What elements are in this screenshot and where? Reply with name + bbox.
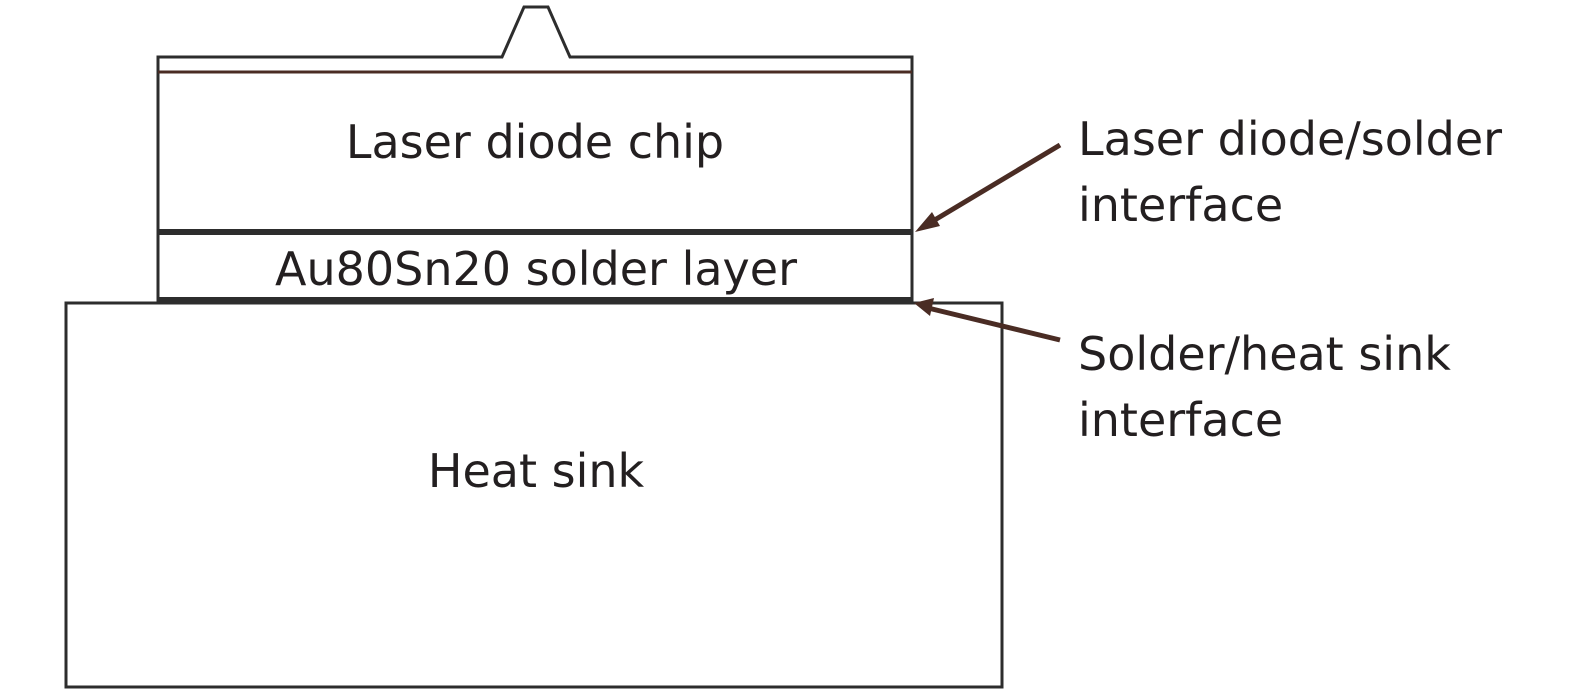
annotation-chip-solder-line2: interface [1078,178,1283,232]
annotation-solder-heatsink-line2: interface [1078,393,1283,447]
arrow-chip-solder-interface [915,142,1062,232]
heat-sink-label: Heat sink [428,444,645,498]
annotation-chip-solder-line1: Laser diode/solder [1078,112,1502,166]
laser-chip-outline [156,5,914,303]
annotation-solder-heatsink-line1: Solder/heat sink [1078,327,1451,381]
chip-label: Laser diode chip [346,115,724,169]
arrow-solder-heatsink-interface [914,298,1061,343]
solder-label: Au80Sn20 solder layer [275,242,797,296]
